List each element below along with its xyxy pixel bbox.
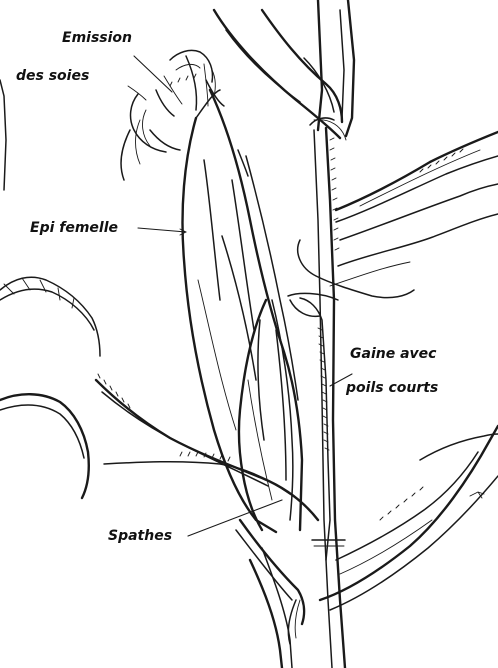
upper-leaves bbox=[214, 0, 354, 138]
right-leaf-lower bbox=[320, 426, 498, 610]
label-epi-femelle: Epi femelle bbox=[30, 220, 118, 236]
leader-emission bbox=[134, 56, 172, 92]
left-edge-stem bbox=[0, 80, 6, 190]
label-spathes: Spathes bbox=[108, 528, 172, 544]
leader-epi-femelle bbox=[138, 228, 186, 232]
label-emission-line2: des soies bbox=[16, 68, 89, 84]
label-gaine-line1: Gaine avec bbox=[350, 346, 437, 362]
lower-left-leaves bbox=[0, 277, 318, 668]
label-gaine-line2: poils courts bbox=[345, 380, 438, 396]
leader-spathes bbox=[188, 500, 282, 536]
label-emission-line1: Emission bbox=[62, 30, 132, 46]
stalk bbox=[312, 0, 345, 668]
silk bbox=[121, 50, 224, 180]
